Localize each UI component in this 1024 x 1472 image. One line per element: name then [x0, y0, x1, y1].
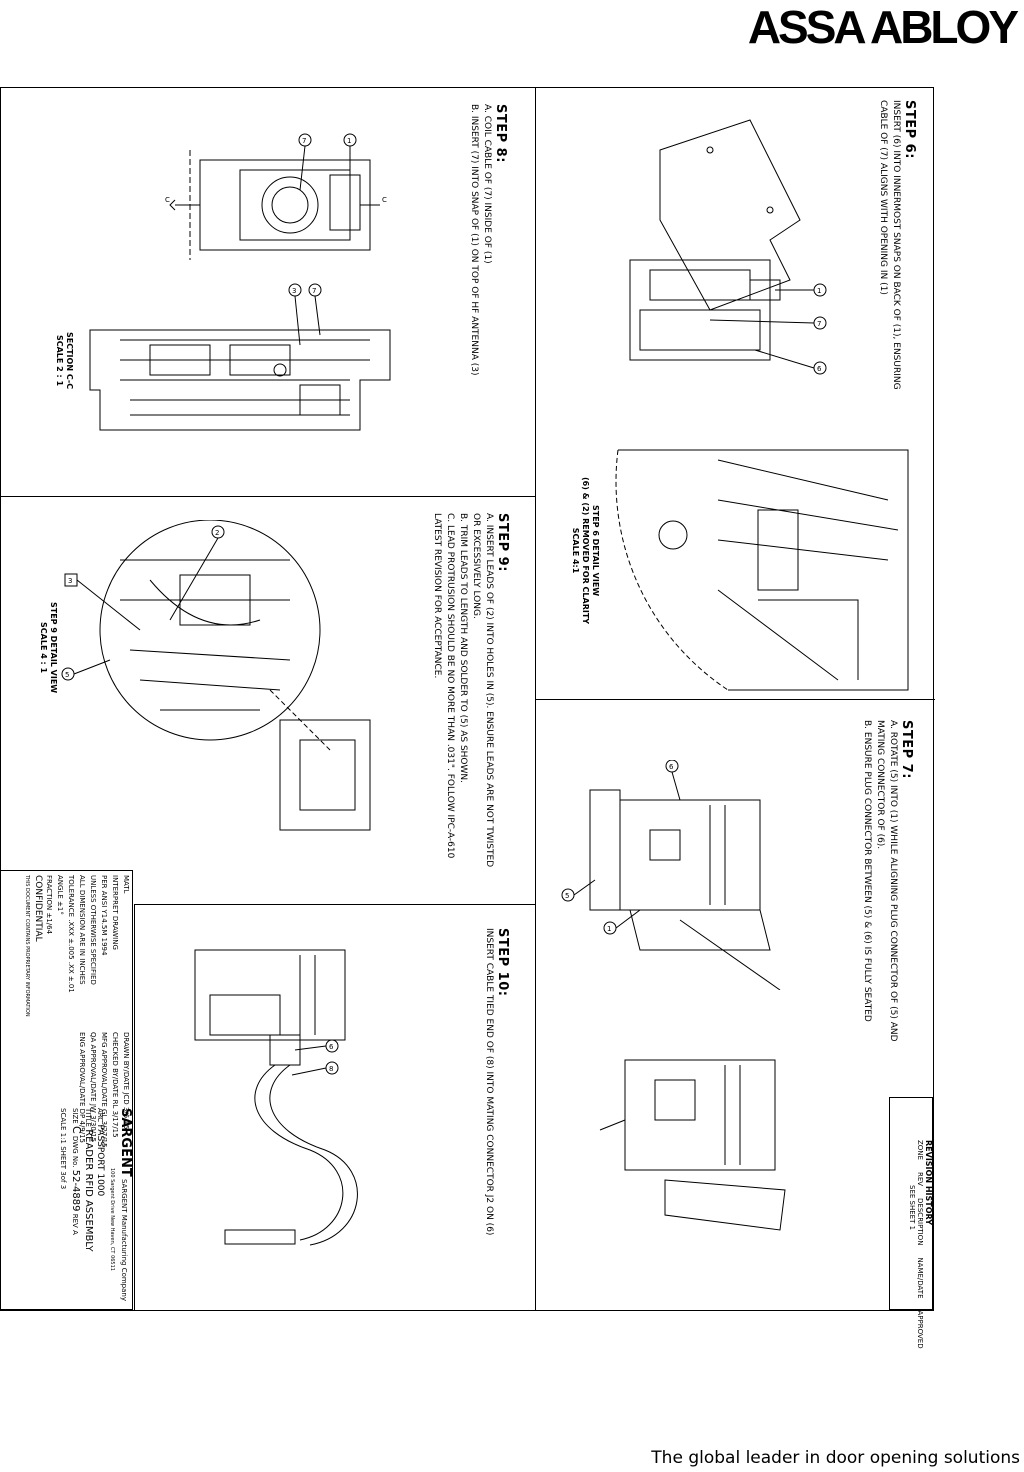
step8-drawing: 1 7 3 7 C C: [89, 133, 391, 431]
fraction-row: FRACTION ±1/64: [45, 875, 53, 935]
svg-text:3: 3: [292, 287, 296, 295]
tagline: The global leader in door opening soluti…: [651, 1448, 1020, 1468]
svg-text:C: C: [165, 196, 170, 204]
step9-reader-body: [279, 719, 371, 831]
step9-drawing: 2 3 5: [61, 520, 371, 831]
step8-callouts: 1 7 3 7 C C: [165, 133, 387, 346]
svg-text:C: C: [382, 196, 387, 204]
note-3: UNLESS OTHERWISE SPECIFIED: [89, 875, 97, 985]
step6-detail-caption: STEP 6 DETAIL VIEW (6) & (2) REMOVED FOR…: [571, 477, 600, 625]
confidential-note: THIS DOCUMENT CONTAINS PROPRIETARY INFOR…: [24, 875, 30, 1017]
step9-line-b: B. TRIM LEADS TO LENGTH AND SOLDER TO (5…: [458, 513, 468, 784]
step6-line-1: INSERT (6) INTO INNERMOST SNAPS ON BACK …: [891, 100, 901, 390]
divider-row-3: [535, 699, 935, 700]
drawing-sheet: [0, 87, 935, 1311]
step7-assembled-view: [599, 1059, 786, 1231]
title-block: [0, 870, 133, 1310]
revision-history-box: [889, 1097, 933, 1310]
step6-reader-body: [629, 259, 771, 361]
step6-drawing: 1 7 6: [629, 119, 827, 375]
step6-line-2: CABLE OF (7) ALIGNS WITH OPENING IN (1): [878, 100, 888, 295]
step7-title: STEP 7:: [899, 720, 914, 779]
svg-text:1: 1: [347, 137, 351, 145]
company-address: 100 Sargent Drive New Haven, CT 06511: [109, 1168, 115, 1271]
step6-plate: [659, 119, 801, 311]
step7-line-a1: A. ROTATE (5) INTO (1) WHILE ALIGNING PL…: [888, 720, 898, 1042]
step6-text: STEP 6: INSERT (6) INTO INNERMOST SNAPS …: [876, 100, 917, 390]
company-block: SARGENT SARGENT Manufacturing Company 10…: [57, 1108, 133, 1301]
company-row: SARGENT SARGENT Manufacturing Company: [118, 1108, 133, 1301]
step9-detail-circle: [99, 520, 321, 741]
note-1: INTERPRET DRAWING: [111, 875, 119, 950]
svg-text:5: 5: [65, 671, 69, 679]
step10-line: INSERT CABLE TIED END OF (8) INTO MATING…: [484, 928, 494, 1236]
dwg-row: SIZE C DWG No. 52-4889 REV A: [70, 1108, 83, 1235]
assa-abloy-logo: ASSA ABLOY: [747, 1, 1019, 53]
tolerance-row: TOLERANCE .XXX ±.005 .XX ±.01: [67, 875, 75, 993]
step8-section-caption: SECTION C-C SCALE 2 : 1: [55, 332, 74, 390]
divider-row-2: [134, 904, 535, 905]
divider-row-1: [1, 496, 535, 497]
svg-text:7: 7: [817, 320, 821, 328]
divider-col-2: [134, 904, 135, 1311]
step10-title: STEP 10:: [495, 928, 510, 997]
sargent-logo: SARGENT: [118, 1108, 133, 1177]
step6-detail-view: [615, 449, 909, 691]
revision-history-text: REVISION HISTORY ZONE REV DESCRIPTION NA…: [908, 1140, 933, 1349]
note-4: ALL DIMENSION ARE IN INCHES: [78, 875, 86, 985]
revision-history-title: REVISION HISTORY: [924, 1140, 933, 1226]
step8-title: STEP 8:: [493, 104, 508, 163]
svg-text:1: 1: [607, 925, 611, 933]
step9-line-a2: OR EXCESSIVELY LONG.: [471, 513, 481, 619]
matl-label: MATL: [122, 875, 130, 894]
svg-text:2: 2: [215, 529, 219, 537]
scale-row: SCALE 1:1 SHEET 3of 3: [59, 1108, 67, 1190]
svg-text:8: 8: [329, 1065, 333, 1073]
svg-text:7: 7: [302, 137, 306, 145]
title-row: TITLE READER RFID ASSEMBLY: [83, 1108, 94, 1252]
angle-row: ANGLE ±1°: [56, 875, 64, 915]
svg-text:6: 6: [329, 1043, 334, 1051]
revision-history-columns: ZONE REV DESCRIPTION NAME/DATE APPROVED: [916, 1140, 924, 1349]
svg-text:6: 6: [817, 365, 822, 373]
step10-connector: [224, 1229, 296, 1245]
svg-text:6: 6: [669, 763, 674, 771]
step7-board: [619, 799, 761, 911]
step7-drawing: 6 5 1: [561, 760, 781, 990]
step9-line-c1: C. LEAD PROTRUSION SHOULD BE NO MORE THA…: [445, 513, 455, 859]
step10-drawing: 6 8: [194, 949, 358, 1246]
note-2: PER ANSI Y14.5M 1994: [100, 875, 108, 956]
svg-text:5: 5: [565, 892, 569, 900]
step9-detail-caption: STEP 9 DETAIL VIEW SCALE 4 : 1: [39, 602, 58, 694]
revision-history-row: SEE SHEET 1: [908, 1185, 916, 1231]
svg-text:3: 3: [68, 577, 72, 585]
step7-line-b: B. ENSURE PLUG CONNECTOR BETWEEN (5) & (…: [862, 720, 872, 1022]
step9-title: STEP 9:: [495, 513, 510, 572]
svg-text:7: 7: [312, 287, 316, 295]
step10-text: STEP 10: INSERT CABLE TIED END OF (8) IN…: [482, 928, 510, 1235]
step8-top-view: [169, 150, 380, 260]
step7-text: STEP 7: A. ROTATE (5) INTO (1) WHILE ALI…: [860, 720, 914, 1042]
step8-line-a: A. COIL CABLE OF (7) INSIDE OF (1): [482, 104, 492, 264]
step9-line-a1: A. INSERT LEADS OF (2) INTO HOLES IN (5)…: [484, 513, 494, 868]
arch-row: ARC PASSPORT 1000: [95, 1108, 105, 1197]
confidential-label: CONFIDENTIAL: [33, 875, 43, 942]
step6-title: STEP 6:: [902, 100, 917, 159]
step9-line-c2: LATEST REVISION FOR ACCEPTANCE.: [432, 513, 442, 679]
title-block-text: MATL INTERPRET DRAWING PER ANSI Y14.5M 1…: [21, 875, 131, 1017]
step8-section-view: [89, 329, 391, 431]
svg-text:1: 1: [817, 287, 821, 295]
step9-text: STEP 9: A. INSERT LEADS OF (2) INTO HOLE…: [430, 513, 510, 867]
step7-line-a2: MATING CONNECTOR OF (6).: [875, 720, 885, 850]
